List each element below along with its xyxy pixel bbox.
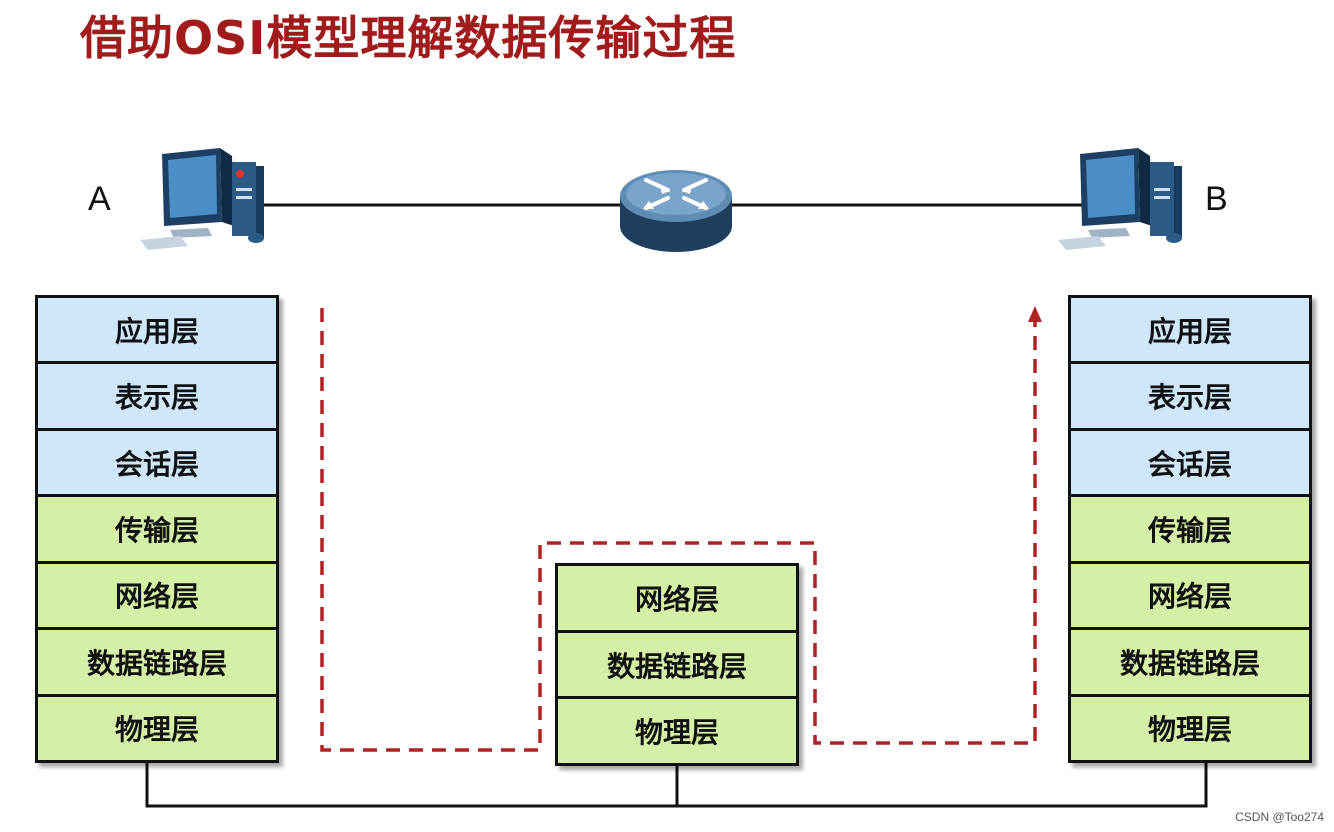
host-a-application-layer: 应用层 (38, 298, 276, 362)
host-b-session-layer: 会话层 (1071, 430, 1309, 495)
router-icon (620, 170, 732, 252)
host-b-datalink-layer: 数据链路层 (1071, 630, 1309, 694)
host-a-label: A (88, 180, 111, 218)
host-b-transport-layer: 传输层 (1071, 497, 1309, 561)
host-a-datalink-layer: 数据链路层 (38, 630, 276, 694)
router-physical-layer: 物理层 (558, 699, 796, 764)
host-a-transport-layer: 传输层 (38, 497, 276, 561)
host-b-network-layer: 网络层 (1071, 563, 1309, 628)
computer-icon (1058, 148, 1182, 250)
host-a-physical-layer: 物理层 (38, 696, 276, 760)
router-datalink-layer: 数据链路层 (558, 632, 796, 697)
page-title: 借助OSI模型理解数据传输过程 (80, 11, 737, 65)
router-network-layer: 网络层 (558, 566, 796, 630)
host-b-presentation-layer: 表示层 (1071, 364, 1309, 428)
host-a-presentation-layer: 表示层 (38, 364, 276, 428)
data-flow-path (320, 308, 1037, 752)
host-a-osi-stack: 应用层 表示层 会话层 传输层 网络层 数据链路层 物理层 (35, 295, 279, 763)
computer-icon (140, 148, 264, 250)
host-b-osi-stack: 应用层 表示层 会话层 传输层 网络层 数据链路层 物理层 (1068, 295, 1312, 763)
host-a-session-layer: 会话层 (38, 430, 276, 495)
host-a-network-layer: 网络层 (38, 563, 276, 628)
host-b-application-layer: 应用层 (1071, 298, 1309, 362)
router-osi-stack: 网络层 数据链路层 物理层 (555, 563, 799, 766)
host-b-physical-layer: 物理层 (1071, 696, 1309, 760)
watermark: CSDN @Too274 (1235, 810, 1324, 824)
data-flow-arrowhead (1028, 306, 1042, 322)
host-b-label: B (1205, 180, 1228, 218)
